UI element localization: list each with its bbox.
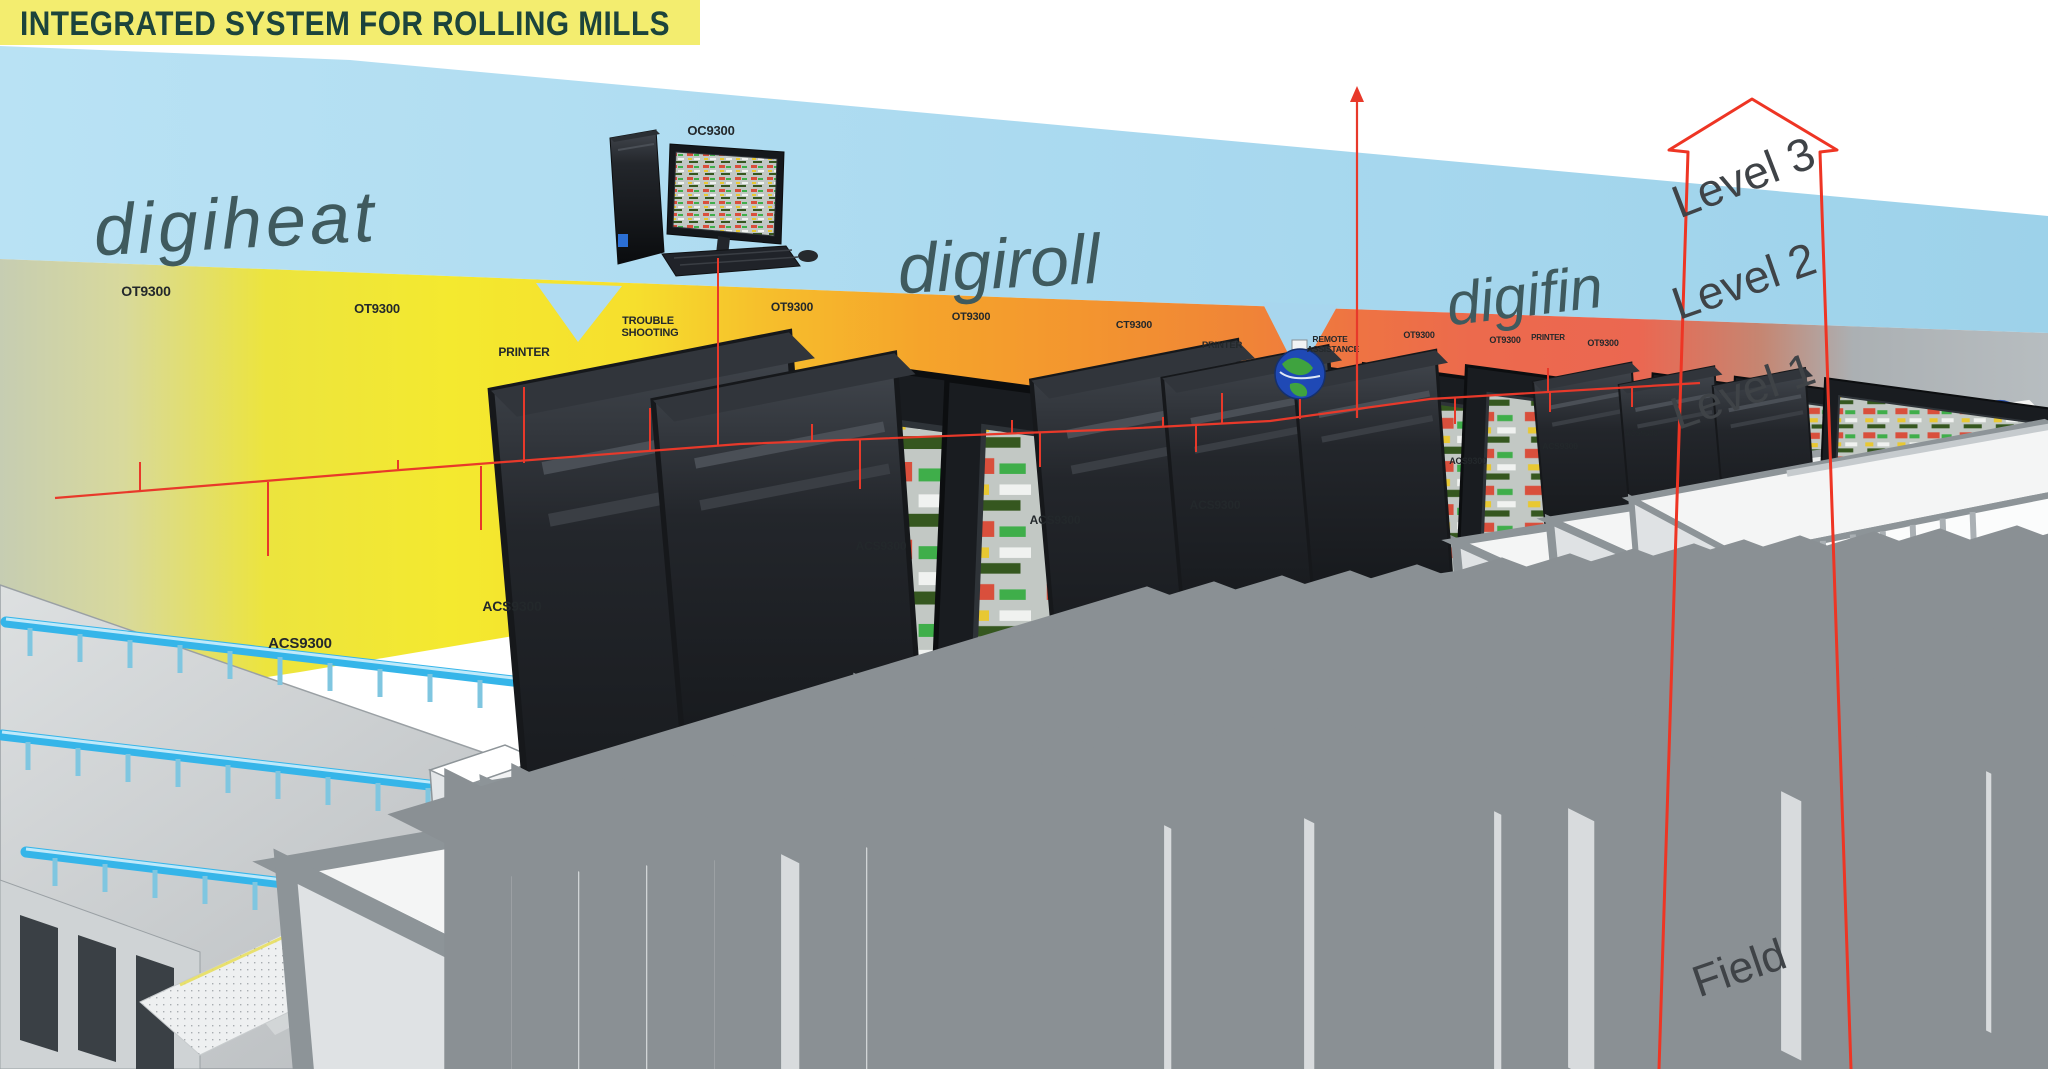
printer-label: PRINTER <box>498 345 550 359</box>
band-notch <box>1262 302 1338 375</box>
workstation-label: OT9300 <box>354 301 400 316</box>
band-notch <box>536 283 622 342</box>
workstation-label: OT9300 <box>1489 335 1521 345</box>
workstation-label: OT9300 <box>771 300 814 314</box>
drive-label: ACS9300 <box>1030 513 1081 527</box>
page-title: INTEGRATED SYSTEM FOR ROLLING MILLS <box>20 5 670 43</box>
level2-blue-band <box>0 46 2048 333</box>
remote-label: ASSISTANCE <box>1307 344 1360 354</box>
network-drops <box>139 258 1633 556</box>
title-banner: INTEGRATED SYSTEM FOR ROLLING MILLS <box>0 0 700 45</box>
drive-label: ACS9300 <box>268 635 332 652</box>
laptop-label: TROUBLE <box>622 315 674 327</box>
workstation-label: OT9300 <box>1403 330 1435 340</box>
workstation-label: OT9300 <box>1587 338 1619 348</box>
remote-label: REMOTE <box>1312 334 1348 344</box>
zone-label-digiroll: digiroll <box>896 220 1105 309</box>
drive-label: ACS9300 <box>482 598 542 614</box>
level-arrow <box>1657 97 1853 1069</box>
drive-label: ACS9300 <box>856 539 907 553</box>
workstation-label: OT9300 <box>121 283 171 299</box>
furnace-door <box>78 935 116 1062</box>
network <box>54 86 2048 1069</box>
printer-label: PRINTER <box>1531 333 1565 342</box>
server-label: OC9300 <box>687 123 734 138</box>
vertical-link-line <box>1350 86 1364 418</box>
printer-label: PRINTER <box>1202 340 1243 351</box>
drive-label: ACS9300 <box>1542 441 1578 451</box>
drive-label: ACS9300 <box>1190 498 1241 512</box>
drive-label: ACS9300 <box>1449 456 1487 466</box>
drive-label: ACS9300 <box>1624 429 1658 438</box>
furnace-door <box>20 915 58 1052</box>
zone-label-digiheat: digiheat <box>92 177 380 272</box>
workstation-label: CT9300 <box>1116 319 1153 331</box>
workstation-label: OT9300 <box>952 311 991 323</box>
network-line <box>54 381 1701 500</box>
laptop-label: SHOOTING <box>621 327 678 339</box>
server-oc9300 <box>609 129 818 277</box>
